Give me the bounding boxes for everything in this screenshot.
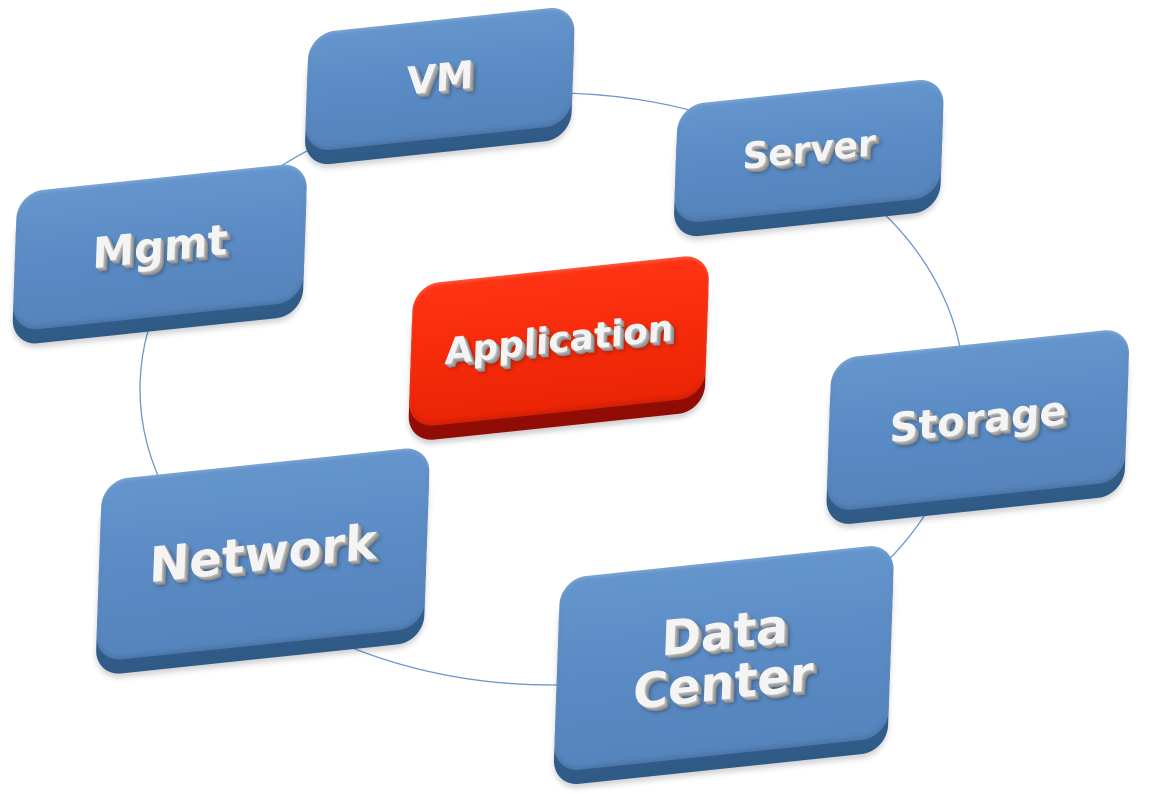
node-storage-label: Storage [888,387,1068,453]
node-application-label: Application [444,307,674,374]
node-network[interactable]: Network [95,445,431,677]
node-mgmt-label: Mgmt [91,214,229,279]
node-mgmt[interactable]: Mgmt [11,162,308,347]
node-data-center-label: Data Center [632,597,815,721]
node-vm-label: VM [405,52,475,104]
node-network-label: Network [148,513,378,595]
node-storage[interactable]: Storage [825,327,1130,527]
node-data-center[interactable]: Data Center [553,543,895,787]
node-server-label: Server [741,122,877,179]
node-application[interactable]: Application [407,253,710,443]
